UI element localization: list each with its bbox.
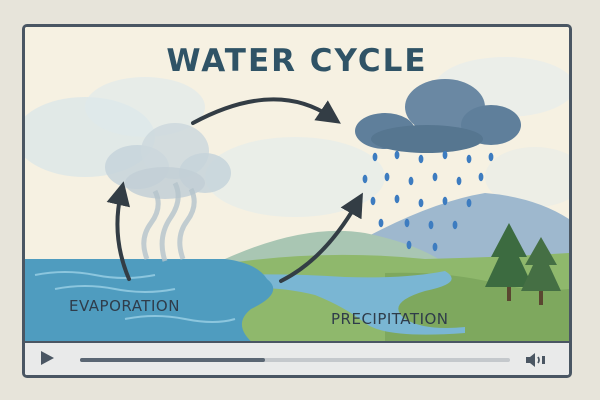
raindrop [442, 150, 448, 160]
raindrop [466, 154, 472, 164]
vapor-cloud [105, 123, 231, 199]
evaporation-label: EVAPORATION [69, 297, 180, 315]
steam-wisps [141, 181, 197, 262]
raindrop [370, 196, 376, 206]
raindrop [432, 242, 438, 252]
river [230, 271, 465, 335]
raindrop [442, 196, 448, 206]
raindrop [428, 220, 434, 230]
pine-trees [485, 223, 561, 305]
precipitation-label: PRECIPITATION [331, 310, 449, 328]
diagram-title: WATER CYCLE [166, 43, 428, 79]
seek-progress [80, 358, 265, 362]
raindrop [466, 198, 472, 208]
raindrop [418, 154, 424, 164]
raindrop [394, 194, 400, 204]
raindrop [384, 172, 390, 182]
raindrop [406, 240, 412, 250]
lake [25, 259, 274, 345]
raindrop [362, 174, 368, 184]
play-button[interactable] [41, 351, 55, 367]
raindrop [478, 172, 484, 182]
raindrop [488, 152, 494, 162]
diagram-frame: WATER CYCLE EVAPORATION PRECIPITATION [22, 24, 572, 378]
raindrop [456, 176, 462, 186]
volume-icon [526, 353, 545, 367]
raindrop [394, 150, 400, 160]
cycle-arrows [106, 97, 363, 283]
water-cycle-illustration [25, 27, 569, 345]
play-icon [41, 351, 54, 365]
raindrop [372, 152, 378, 162]
raindrop [432, 172, 438, 182]
video-controls [25, 341, 569, 375]
raindrop [378, 218, 384, 228]
precipitation-arrow [279, 192, 363, 283]
volume-button[interactable] [525, 352, 547, 368]
condensation-arrow [191, 97, 341, 125]
seek-bar[interactable] [80, 358, 510, 362]
rain-cloud [355, 79, 521, 153]
evaporation-arrow [106, 181, 131, 281]
raindrop [404, 218, 410, 228]
raindrop [408, 176, 414, 186]
raindrops [362, 150, 494, 252]
raindrop [418, 198, 424, 208]
raindrop [452, 220, 458, 230]
